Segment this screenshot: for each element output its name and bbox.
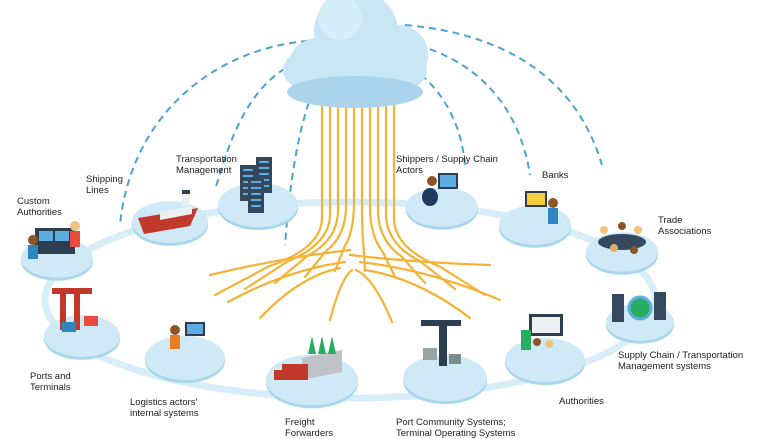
person-at-computer-icon: [422, 173, 458, 206]
platform: [505, 338, 585, 382]
logistics-node: [145, 322, 225, 383]
tms-node: [218, 157, 298, 230]
platform: [145, 336, 225, 380]
meeting-table-icon: [598, 222, 646, 254]
label-logistics-actors: Logistics actors'internal systems: [130, 397, 199, 419]
data-cables: [208, 93, 502, 324]
trade-node: [586, 222, 658, 275]
platform: [499, 205, 571, 245]
ports-node: [44, 288, 120, 360]
shippers-node: [406, 173, 478, 230]
customs-officer-desk-icon: [28, 221, 80, 259]
platform: [44, 315, 120, 357]
people-at-screen-icon: [521, 314, 563, 350]
freight-node: [266, 336, 358, 409]
person-at-desk-icon: [170, 322, 205, 349]
globe-servers-icon: [612, 292, 666, 322]
cloud-icon: [283, 0, 428, 108]
server-racks-icon: [240, 157, 272, 213]
label-banks: Banks: [542, 170, 569, 181]
platform: [406, 187, 478, 227]
platform: [403, 354, 487, 402]
pcs-node: [403, 320, 487, 405]
scm-node: [606, 292, 674, 344]
shipping-node: [132, 190, 208, 246]
label-port-community-systems: Port Community Systems;Terminal Operatin…: [396, 417, 516, 439]
authorities-node: [505, 314, 585, 385]
truck-warehouse-icon: [274, 336, 342, 380]
label-authorities: Authorities: [559, 396, 604, 407]
banks-node: [499, 191, 571, 248]
container-crane-icon: [52, 288, 98, 332]
port-crane-icon: [421, 320, 461, 366]
cargo-ship-icon: [138, 190, 198, 234]
person-at-laptop-icon: [525, 191, 558, 224]
custom-node: [21, 221, 93, 281]
